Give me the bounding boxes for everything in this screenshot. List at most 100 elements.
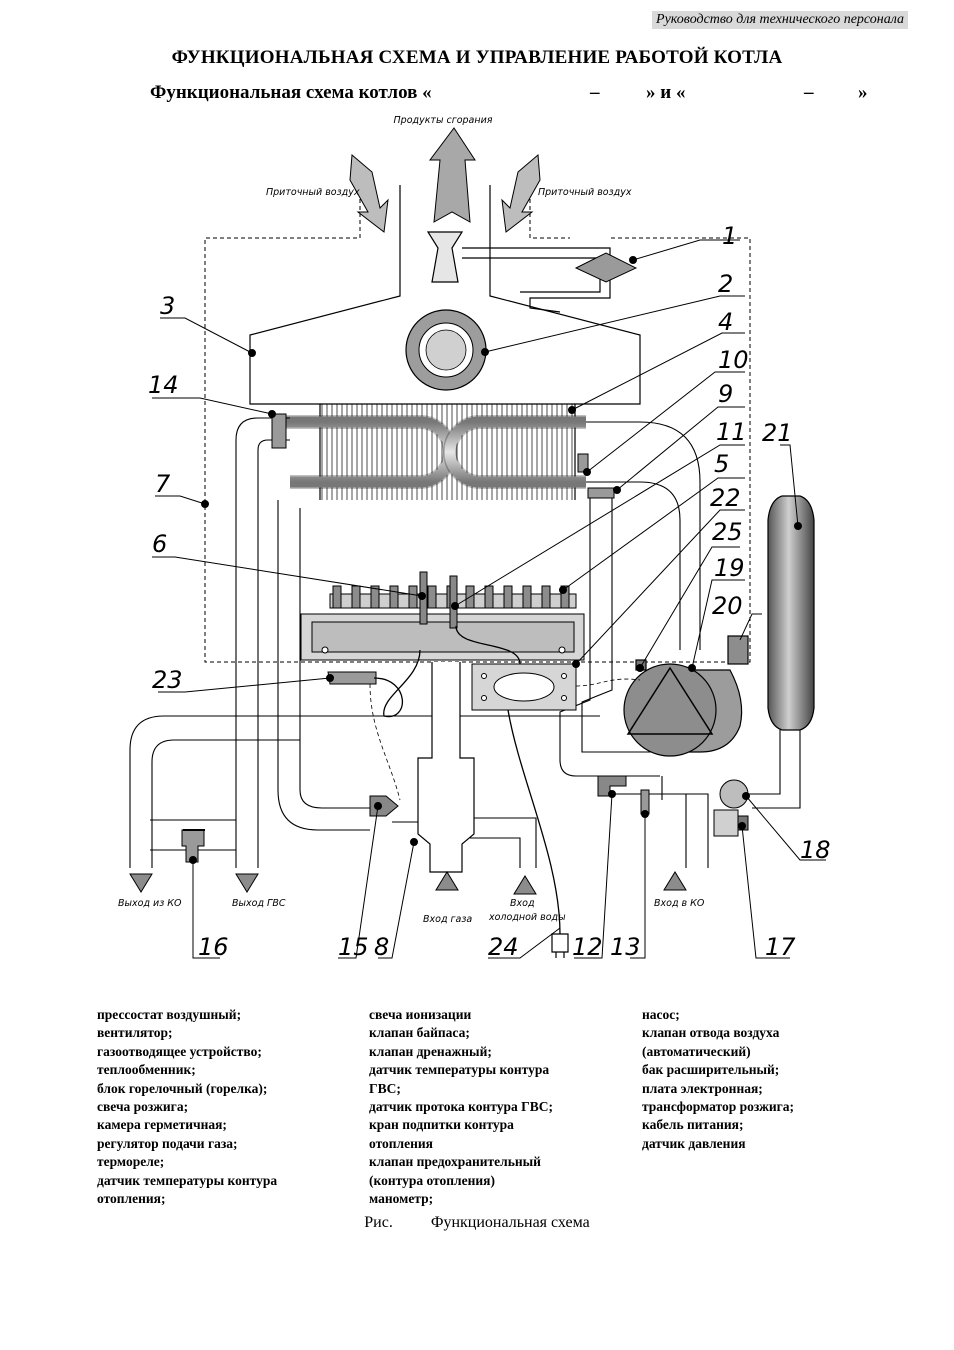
caption-text: Функциональная схема [430,1214,590,1231]
legend-column-2: свеча ионизации клапан байпаса; клапан д… [369,1006,553,1208]
legend-item: насос; [642,1007,680,1022]
page-title: ФУНКЦИОНАЛЬНАЯ СХЕМА И УПРАВЛЕНИЕ РАБОТО… [171,47,783,68]
legend-item: (контура отопления) [369,1172,495,1188]
expansion-tank [767,495,815,731]
subtitle-dash-2: – [804,82,814,103]
callout-13: 13 [610,933,641,961]
legend-item: отопления; [97,1191,166,1207]
callout-15: 15 [338,933,369,961]
callout-20: 20 [712,592,743,620]
combustion-products-label: Продукты сгорания [394,115,493,126]
callout-22: 22 [710,484,741,512]
callout-6: 6 [152,530,167,558]
legend-item: клапан предохранительный [369,1154,541,1170]
power-plug-icon [551,933,569,958]
callout-19: 19 [714,554,745,582]
legend-item: бак расширительный; [642,1062,780,1078]
air-vent [727,635,749,665]
legend-item: вентилятор; [97,1025,173,1041]
intake-air-right-label: Приточный воздух [538,187,632,198]
legend-item: кабель питания; [642,1117,744,1133]
legend-column-3: насос; клапан отвода воздуха (автоматиче… [642,1006,794,1153]
cold-water-inlet-label-2: холодной воды [488,912,566,923]
legend-item: клапан дренажный; [369,1043,492,1059]
legend-item: регулятор подачи газа; [97,1135,238,1151]
intake-air-left-label: Приточный воздух [266,187,360,198]
legend-item: датчик протока контура ГВС; [369,1099,553,1115]
wiring [369,625,641,935]
figure-caption: Рис. Функциональная схема [0,1214,954,1232]
legend-item: трансформатор розжига; [642,1099,795,1115]
legend-item: датчик давления [642,1135,746,1151]
heating-inlet-marker [663,871,687,891]
legend-item: теплообменник; [97,1062,196,1078]
flow-arrows [349,127,541,233]
legend-item: термореле; [97,1154,165,1170]
callout-9: 9 [718,380,733,408]
electronic-board [471,663,577,711]
boiler-functional-diagram: Продукты сгорания Приточный воздух Прито… [118,115,831,961]
callout-18: 18 [800,836,831,864]
legend-item: датчик температуры контура [369,1062,550,1078]
subtitle-end: » [858,82,868,103]
legend-item: свеча ионизации [369,1007,472,1022]
cold-water-inlet-label-1: Вход [510,898,535,909]
callout-4: 4 [718,308,733,336]
diagram-subtitle: Функциональная схема котлов « [150,82,432,103]
legend-item: отопления [369,1135,433,1151]
legend-column-1: прессостат воздушный; вентилятор; газоот… [97,1006,277,1208]
caption-prefix: Рис. [364,1214,393,1231]
callout-17: 17 [765,933,796,961]
legend-item: свеча розжига; [97,1099,189,1115]
dhw-outlet-marker [235,873,259,893]
callout-2: 2 [718,270,733,298]
heating-outlet-marker [129,873,153,893]
fan [405,309,487,391]
legend-item: манометр; [369,1191,434,1207]
legend-item: кран подпитки контура [369,1117,514,1133]
callout-5: 5 [714,450,729,478]
air-pressure-switch [574,252,638,283]
subtitle-mid: » и « [646,82,686,103]
callout-leaders [152,239,826,959]
sensor-9 [587,487,615,499]
heating-inlet-label: Вход в КО [654,898,705,909]
callout-7: 7 [155,470,171,498]
dhw-outlet-label: Выход ГВС [232,898,286,909]
intake-air-left-arrow [349,153,389,233]
intake-air-right-arrow [501,153,541,233]
combustion-products-arrow [429,127,476,223]
pump [623,635,749,757]
sensors-and-valves [181,413,749,863]
callout-8: 8 [374,933,389,961]
callout-21: 21 [762,419,793,447]
gas-inlet-label: Вход газа [423,914,472,925]
legend-item: плата электронная; [642,1080,763,1096]
callout-16: 16 [198,933,229,961]
legend-item: газоотводящее устройство; [97,1043,262,1059]
heating-outlet-label: Выход из КО [118,898,182,909]
ignition-transformer [327,671,377,685]
bypass-valve-12 [597,775,627,797]
port-markers [129,871,687,895]
callout-25: 25 [712,518,743,546]
callout-1: 1 [722,222,737,250]
gas-inlet-marker [435,871,459,891]
cold-water-inlet-marker [513,875,537,895]
legend-item: (автоматический) [642,1043,751,1059]
callout-23: 23 [152,666,183,694]
callout-10: 10 [718,346,749,374]
legend-item: прессостат воздушный; [97,1007,242,1022]
safety-valve-17 [713,809,739,837]
legend-item: блок горелочный (горелка); [97,1080,268,1096]
callout-14: 14 [148,371,179,399]
legend-item: датчик температуры контура [97,1172,278,1188]
fill-valve-16 [181,829,205,863]
callout-24: 24 [488,933,519,961]
legend-item: ГВС; [369,1080,401,1096]
gas-regulator [417,662,475,873]
thermostat-14 [271,413,287,449]
callout-3: 3 [160,292,175,320]
legend-item: клапан байпаса; [369,1025,470,1041]
callout-12: 12 [572,933,603,961]
